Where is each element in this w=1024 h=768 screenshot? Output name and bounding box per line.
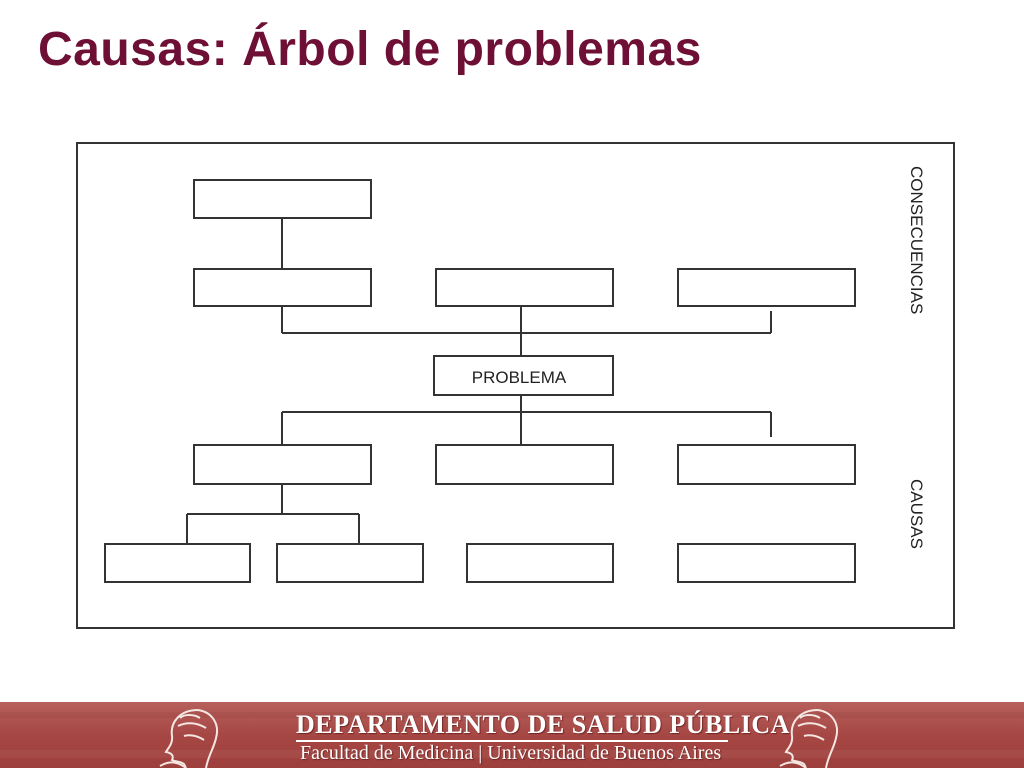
problem-box [433,355,614,396]
cause-box [193,444,372,485]
problem-label: PROBLEMA [472,368,567,387]
consequence-box [435,268,614,307]
footer-banner: DEPARTAMENTO DE SALUD PÚBLICA Facultad d… [0,702,1024,768]
problem-tree-diagram: PROBLEMA CONSECUENCIAS CAUSAS [76,142,955,629]
cause-box [276,543,424,583]
cause-box [466,543,614,583]
footer-texture [0,702,1024,768]
profile-emblem-icon [779,709,838,768]
footer-title: DEPARTAMENTO DE SALUD PÚBLICA [296,710,790,739]
cause-box [677,444,856,485]
footer-divider [296,740,728,742]
consequence-box [193,268,372,307]
consequences-label: CONSECUENCIAS [907,166,926,314]
consequence-box [677,268,856,307]
footer-subtitle: Facultad de Medicina | Universidad de Bu… [300,742,722,764]
profile-emblem-icon [159,709,218,768]
cause-box [435,444,614,485]
causes-label: CAUSAS [907,479,926,549]
consequence-box [193,179,372,219]
slide-title: Causas: Árbol de problemas [38,23,702,76]
cause-box [677,543,856,583]
cause-box [104,543,251,583]
